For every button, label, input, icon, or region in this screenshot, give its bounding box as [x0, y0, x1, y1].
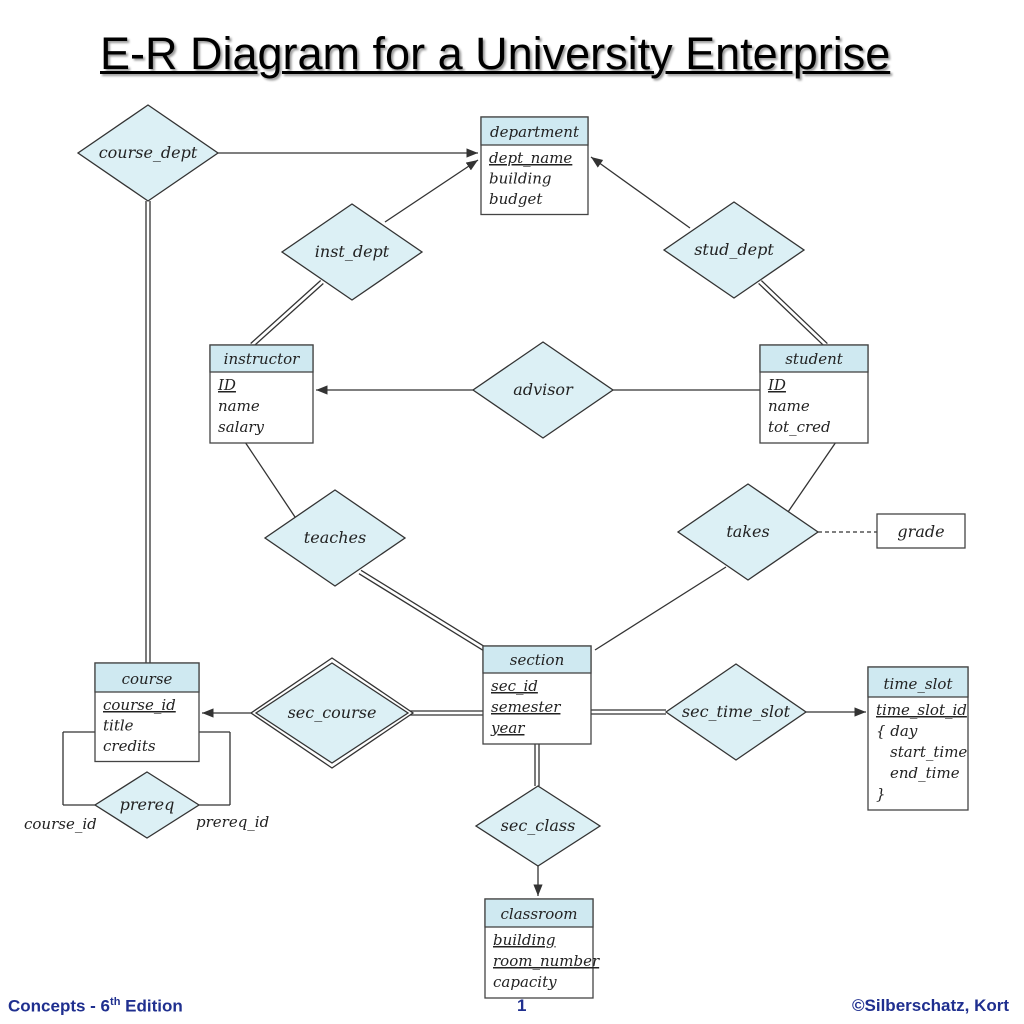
total-participation-line — [358, 573, 496, 659]
entity-header — [209, 344, 314, 373]
grade-label: grade — [897, 522, 944, 541]
diamond-shape — [76, 104, 220, 202]
diamond-shape — [280, 203, 424, 301]
total-participation-line — [252, 283, 324, 347]
attribute-end_time: end_time — [890, 764, 960, 782]
entity-time-slot[interactable]: time_slot time_slot_id { day start_time end_… — [867, 666, 969, 811]
attribute-sec_id: sec_id — [491, 677, 538, 695]
diamond-shape — [93, 771, 201, 839]
footer-copyright: ©Silberschatz, Kort — [852, 996, 1010, 1015]
relationship-label: inst_dept — [315, 242, 390, 261]
attribute-course_id: course_id — [103, 696, 176, 714]
entity-name: student — [785, 350, 844, 368]
attribute-room_number: room_number — [493, 952, 600, 970]
relationship-teaches[interactable]: teaches — [263, 489, 407, 587]
role-label-prereq-id: prereq_id — [196, 813, 269, 831]
entity-header — [94, 662, 200, 693]
total-participation-line — [760, 280, 828, 345]
diamond-shape — [474, 785, 602, 867]
relationship-label: prereq — [120, 795, 175, 814]
diamond-shape — [676, 483, 820, 581]
page-title: E-R Diagram for a University Enterprise — [100, 28, 891, 79]
relationship-label: sec_course — [288, 703, 377, 722]
relationship-label: sec_time_slot — [682, 702, 791, 721]
entity-name: department — [490, 123, 580, 141]
entity-header — [759, 344, 869, 373]
relationship-sec-time-slot[interactable]: sec_time_slot — [664, 663, 808, 761]
attribute-dept_name: dept_name — [489, 149, 572, 167]
total-participation-line — [250, 280, 322, 344]
relationship-label: advisor — [513, 380, 574, 399]
relationship-takes[interactable]: takes — [676, 483, 820, 581]
attribute-semester: semester — [491, 698, 561, 716]
relationship-sec-class[interactable]: sec_class — [474, 785, 602, 867]
entity-name: classroom — [501, 905, 578, 923]
attribute-brace: } — [876, 785, 886, 803]
relationship-inst-dept[interactable]: inst_dept — [280, 203, 424, 301]
entity-name: time_slot — [884, 675, 954, 693]
page-number: 1 — [517, 996, 527, 1015]
attribute-building: building — [493, 931, 556, 949]
entity-name: section — [510, 651, 565, 669]
entity-header — [484, 898, 594, 928]
attribute-name: name — [768, 397, 810, 415]
attribute-ID: ID — [217, 376, 236, 394]
connector-line — [787, 441, 837, 513]
attribute-tot_cred: tot_cred — [768, 418, 831, 436]
attribute-ID: ID — [767, 376, 786, 394]
diamond-shape — [664, 663, 808, 761]
footer-book-title: Concepts - 6th Edition — [8, 996, 183, 1017]
attribute-credits: credits — [103, 737, 156, 755]
footer-text: Concepts - 6 — [8, 996, 111, 1016]
diamond-shape — [263, 489, 407, 587]
total-participation-line — [758, 282, 826, 347]
footer-sup: th — [110, 996, 121, 1008]
attribute-year: year — [490, 719, 525, 737]
relationship-stud-dept[interactable]: stud_dept — [662, 201, 806, 299]
diamond-shape — [662, 201, 806, 299]
entity-header — [482, 645, 592, 674]
relationship-course-dept[interactable]: course_dept — [76, 104, 220, 202]
attribute-budget: budget — [489, 190, 543, 208]
entity-name: instructor — [224, 350, 300, 368]
attribute-salary: salary — [218, 418, 265, 436]
connector-line — [244, 441, 296, 518]
arrow-connector — [590, 156, 691, 229]
entity-header — [480, 116, 589, 146]
diamond-shape — [471, 341, 615, 439]
attribute-day: { day — [876, 722, 918, 740]
relationship-label: takes — [726, 522, 769, 541]
role-label-course-id: course_id — [24, 815, 97, 833]
entity-classroom[interactable]: classroom building room_number capacity — [484, 898, 600, 999]
entity-department[interactable]: department dept_name building budget — [480, 116, 589, 216]
relationship-label: course_dept — [99, 143, 198, 162]
relationship-advisor[interactable]: advisor — [471, 341, 615, 439]
total-participation-line — [360, 569, 498, 655]
attribute-time_slot_id: time_slot_id — [876, 701, 967, 719]
relationship-prereq[interactable]: prereq — [93, 771, 201, 839]
attribute-title: title — [103, 717, 134, 735]
attribute-start_time: start_time — [890, 743, 967, 761]
entity-section[interactable]: section sec_id semester year — [482, 645, 592, 745]
arrow-connector — [384, 159, 479, 223]
attribute-capacity: capacity — [493, 973, 557, 991]
relationship-attribute-grade[interactable]: grade — [876, 513, 966, 549]
attribute-name: name — [218, 397, 260, 415]
connector-line — [594, 566, 727, 651]
attribute-box — [876, 513, 966, 549]
relationship-label: stud_dept — [694, 240, 774, 259]
diamond-shape — [254, 662, 410, 764]
relationship-sec-course[interactable]: sec_course — [249, 657, 415, 769]
footer-text-end: Edition — [120, 996, 183, 1016]
relationship-label: sec_class — [501, 816, 576, 835]
entity-name: course — [122, 670, 173, 688]
attribute-building: building — [489, 170, 552, 188]
entity-header — [867, 666, 969, 698]
relationship-label: teaches — [304, 528, 366, 547]
